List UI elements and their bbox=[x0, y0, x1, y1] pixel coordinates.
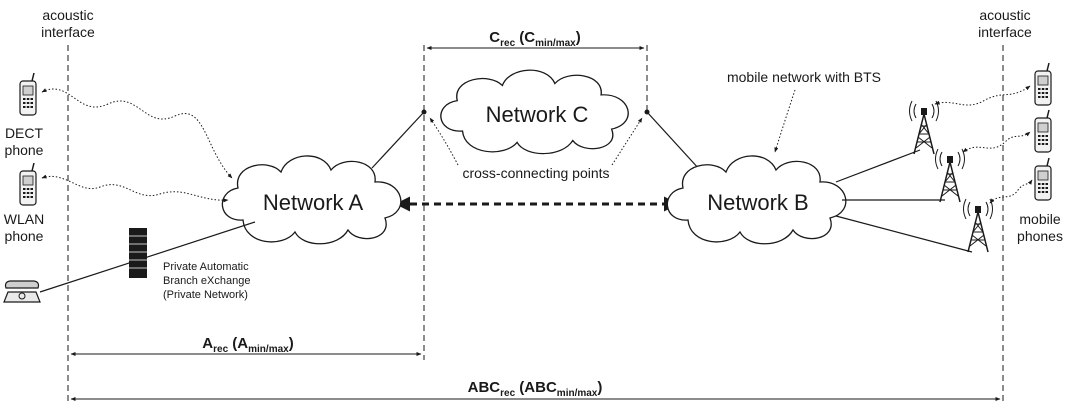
acoustic-left-line2: interface bbox=[41, 24, 95, 40]
a-dimension-label: Arec (Amin/max) bbox=[202, 335, 293, 355]
mobile-wireless-link-2 bbox=[962, 131, 1031, 153]
mobile-label-line2: phones bbox=[1017, 228, 1063, 244]
desk-phone-icon bbox=[3, 280, 41, 303]
dect-wireless-link bbox=[41, 88, 233, 179]
pabx-label-line3: (Private Network) bbox=[163, 289, 248, 301]
acoustic-right-line2: interface bbox=[978, 24, 1032, 40]
cross-connect-point-right bbox=[644, 109, 650, 115]
link-b-tower1 bbox=[835, 149, 921, 183]
network-a-label: Network A bbox=[263, 190, 364, 215]
cross-connect-pointer-right bbox=[611, 117, 643, 166]
bts-tower-icon-2 bbox=[934, 148, 966, 203]
bts-tower-icon-1 bbox=[908, 100, 940, 155]
link-b-tower3 bbox=[835, 215, 973, 253]
wlan-label-line2: phone bbox=[5, 228, 44, 244]
cross-connect-pointer-left bbox=[429, 117, 459, 166]
abc-dimension-label: ABCrec (ABCmin/max) bbox=[468, 379, 603, 399]
dect-phone-icon bbox=[19, 72, 37, 116]
mobile-network-pointer bbox=[774, 89, 796, 153]
mobile-network-label: mobile network with BTS bbox=[727, 69, 881, 85]
wlan-phone-icon bbox=[19, 162, 37, 206]
network-b-label: Network B bbox=[707, 190, 808, 215]
mobile-label-line1: mobile bbox=[1019, 211, 1060, 227]
pabx-label-line2: Branch eXchange bbox=[163, 275, 250, 287]
mobile-phone-icon-1 bbox=[1034, 62, 1052, 106]
cross-connect-point-left bbox=[421, 109, 427, 115]
network-c-label: Network C bbox=[486, 102, 589, 127]
cross-connect-label: cross-connecting points bbox=[462, 165, 609, 181]
wlan-wireless-link bbox=[41, 174, 229, 203]
acoustic-right-line1: acoustic bbox=[979, 7, 1030, 23]
c-dimension-label: Crec (Cmin/max) bbox=[489, 29, 580, 49]
wlan-label-line1: WLAN bbox=[4, 211, 44, 227]
pabx-label-line1: Private Automatic bbox=[163, 261, 249, 273]
desk-phone-line bbox=[39, 221, 256, 293]
acoustic-left-line1: acoustic bbox=[42, 7, 93, 23]
dect-label-line2: phone bbox=[5, 142, 44, 158]
mobile-phone-icon-2 bbox=[1034, 109, 1052, 153]
mobile-phone-icon-3 bbox=[1034, 157, 1052, 201]
link-c-b bbox=[646, 111, 701, 171]
mobile-wireless-link-3 bbox=[989, 179, 1033, 204]
pabx-rack-icon bbox=[129, 228, 147, 278]
link-a-c bbox=[371, 111, 425, 169]
dect-label-line1: DECT bbox=[5, 125, 44, 141]
mobile-wireless-link-1 bbox=[934, 85, 1031, 106]
bts-tower-icon-3 bbox=[962, 198, 994, 253]
